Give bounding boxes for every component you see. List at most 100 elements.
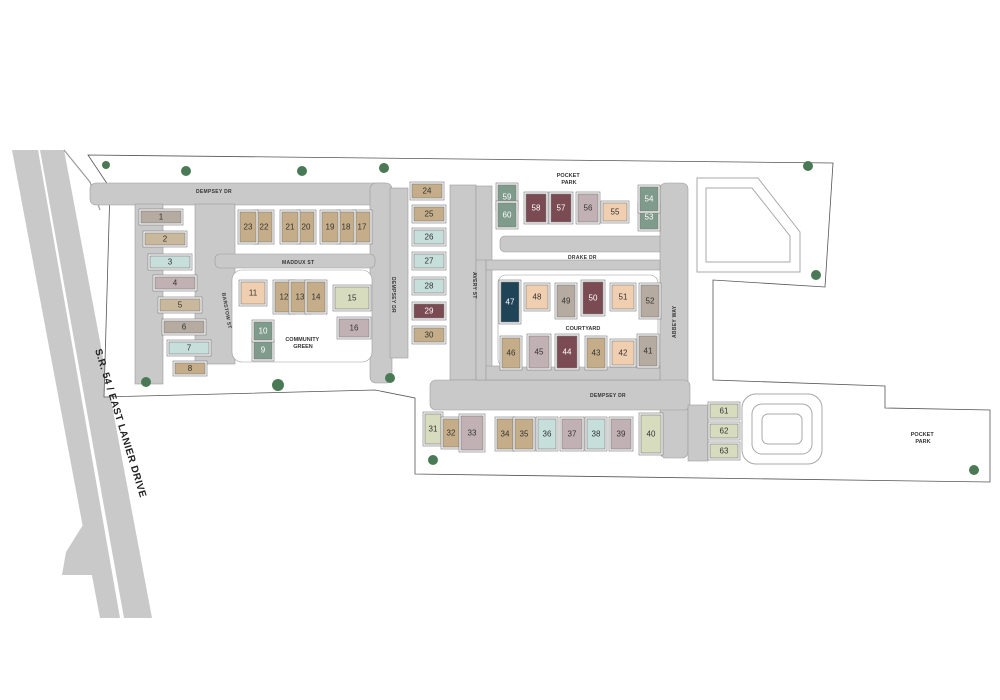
ponds — [696, 177, 823, 465]
street-label-dempsey-bottom: DEMPSEY DR — [590, 393, 626, 399]
lot-25[interactable]: 25 — [411, 204, 447, 224]
lot-number: 39 — [617, 430, 626, 439]
lot-number: 15 — [348, 294, 357, 303]
lot-16[interactable]: 16 — [336, 316, 372, 340]
lot-27[interactable]: 27 — [411, 251, 447, 271]
lot-41[interactable]: 41 — [636, 333, 660, 369]
lot-19[interactable]: 19 — [319, 209, 341, 245]
lot-24[interactable]: 24 — [409, 181, 445, 201]
lot-35[interactable]: 35 — [512, 416, 536, 452]
lot-building — [334, 286, 370, 310]
lot-number: 6 — [182, 323, 187, 332]
lot-17[interactable]: 17 — [351, 209, 373, 245]
lot-14[interactable]: 14 — [304, 279, 328, 315]
lot-1[interactable]: 1 — [138, 208, 184, 226]
lot-33[interactable]: 33 — [458, 413, 486, 453]
lot-45[interactable]: 45 — [526, 333, 552, 371]
lot-number: 50 — [589, 294, 598, 303]
lot-62[interactable]: 62 — [707, 421, 741, 441]
lot-6[interactable]: 6 — [161, 318, 207, 336]
lot-39[interactable]: 39 — [608, 416, 634, 452]
lot-8[interactable]: 8 — [172, 360, 208, 377]
lot-3[interactable]: 3 — [147, 253, 193, 271]
lot-number: 56 — [584, 204, 593, 213]
lot-60[interactable]: 60 — [495, 200, 519, 230]
lot-number: 13 — [296, 293, 305, 302]
lot-number: 32 — [447, 429, 456, 438]
lot-number: 41 — [644, 347, 653, 356]
lot-building — [413, 278, 445, 294]
lot-building — [149, 255, 191, 269]
lot-number: 62 — [720, 427, 729, 436]
lot-building — [281, 211, 299, 243]
lot-49[interactable]: 49 — [554, 282, 578, 320]
lot-47[interactable]: 47 — [498, 279, 522, 325]
lot-number: 51 — [619, 293, 628, 302]
lot-number: 37 — [568, 430, 577, 439]
lot-32[interactable]: 32 — [440, 416, 462, 450]
lot-57[interactable]: 57 — [548, 191, 574, 225]
lot-26[interactable]: 26 — [411, 227, 447, 247]
lot-10[interactable]: 10 — [251, 319, 275, 343]
lot-20[interactable]: 20 — [295, 209, 317, 245]
lot-52[interactable]: 52 — [638, 282, 662, 320]
lot-30[interactable]: 30 — [411, 325, 447, 345]
lot-9[interactable]: 9 — [251, 338, 275, 362]
lot-building — [586, 337, 606, 369]
lot-34[interactable]: 34 — [494, 416, 516, 452]
lot-61[interactable]: 61 — [707, 401, 741, 421]
lot-36[interactable]: 36 — [535, 416, 559, 452]
lot-number: 11 — [249, 289, 258, 298]
area-label-community-green: COMMUNITY GREEN — [285, 337, 320, 350]
lot-29[interactable]: 29 — [411, 301, 447, 321]
lot-38[interactable]: 38 — [584, 416, 608, 452]
lot-48[interactable]: 48 — [523, 282, 551, 312]
lot-55[interactable]: 55 — [600, 200, 630, 224]
lot-42[interactable]: 42 — [609, 338, 637, 368]
lot-21[interactable]: 21 — [279, 209, 301, 245]
lot-50[interactable]: 50 — [580, 279, 606, 317]
lot-number: 4 — [173, 279, 178, 288]
lot-23[interactable]: 23 — [237, 209, 259, 245]
lot-18[interactable]: 18 — [335, 209, 357, 245]
lot-building — [411, 183, 443, 199]
tree-icon — [379, 163, 389, 173]
lot-building — [154, 276, 196, 290]
lot-building — [709, 443, 739, 459]
lot-number: 52 — [646, 297, 655, 306]
lot-58[interactable]: 58 — [523, 191, 549, 225]
lot-number: 55 — [611, 208, 620, 217]
lot-number: 16 — [350, 324, 359, 333]
lot-building — [514, 418, 534, 450]
lot-number: 34 — [501, 430, 510, 439]
tree-icon — [385, 373, 395, 383]
lot-2[interactable]: 2 — [142, 230, 188, 248]
lot-15[interactable]: 15 — [332, 284, 372, 312]
lot-44[interactable]: 44 — [554, 333, 580, 371]
lot-11[interactable]: 11 — [238, 279, 268, 307]
lot-46[interactable]: 46 — [499, 335, 523, 371]
lot-4[interactable]: 4 — [152, 274, 198, 292]
lot-56[interactable]: 56 — [575, 191, 601, 225]
lot-40[interactable]: 40 — [638, 412, 664, 456]
lot-building — [537, 418, 557, 450]
lot-28[interactable]: 28 — [411, 276, 447, 296]
lot-43[interactable]: 43 — [584, 335, 608, 371]
lot-building — [413, 229, 445, 245]
lot-number: 60 — [503, 211, 512, 220]
lot-7[interactable]: 7 — [166, 339, 212, 357]
lot-number: 54 — [645, 195, 654, 204]
lot-51[interactable]: 51 — [609, 282, 637, 312]
lot-54[interactable]: 54 — [637, 184, 661, 214]
lot-63[interactable]: 63 — [707, 441, 741, 461]
lot-number: 23 — [244, 223, 253, 232]
street-label-maddux: MADDUX ST — [282, 260, 314, 266]
lot-number: 25 — [425, 210, 434, 219]
lot-5[interactable]: 5 — [157, 296, 203, 314]
lot-22[interactable]: 22 — [253, 209, 275, 245]
street-label-drake: DRAKE DR — [568, 255, 597, 261]
lot-31[interactable]: 31 — [422, 411, 444, 447]
lot-37[interactable]: 37 — [559, 416, 585, 452]
area-label-courtyard: COURTYARD — [566, 326, 601, 332]
lot-building — [240, 281, 266, 305]
